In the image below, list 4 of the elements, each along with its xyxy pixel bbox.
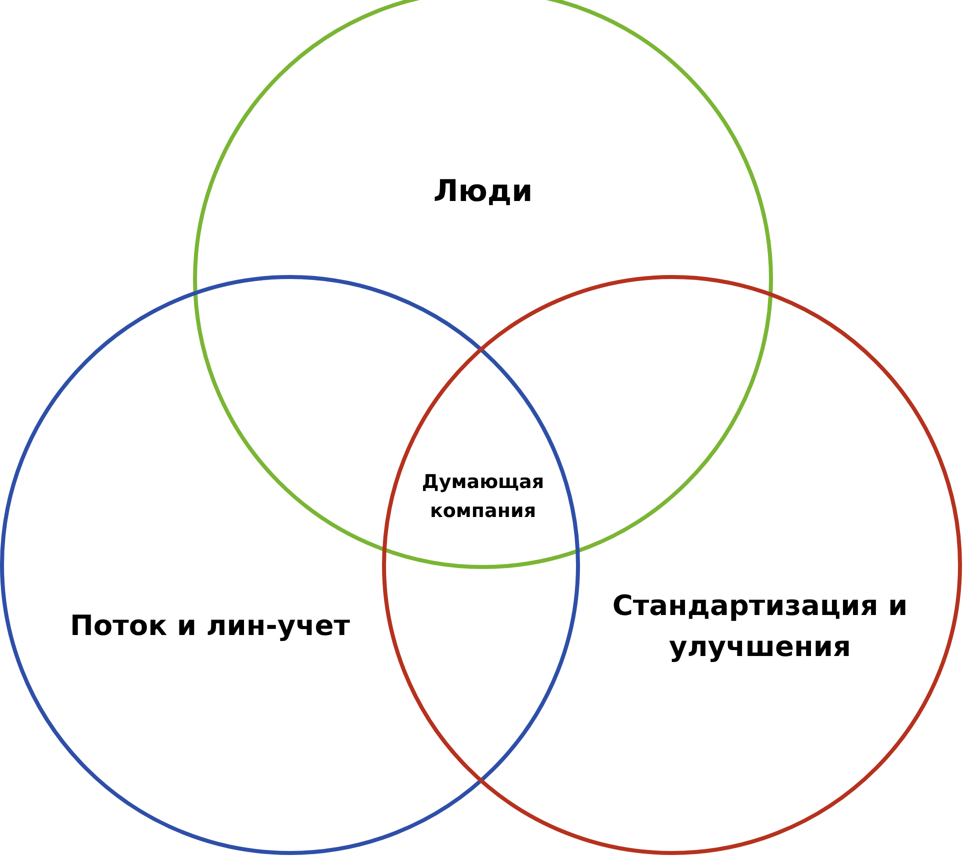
center-label: Думающая компания	[420, 470, 546, 524]
circle-label: Люди	[432, 173, 534, 211]
circle-label: Поток и лин-учет	[68, 608, 352, 644]
circle-label: Стандартизация и улучшения	[611, 588, 909, 665]
